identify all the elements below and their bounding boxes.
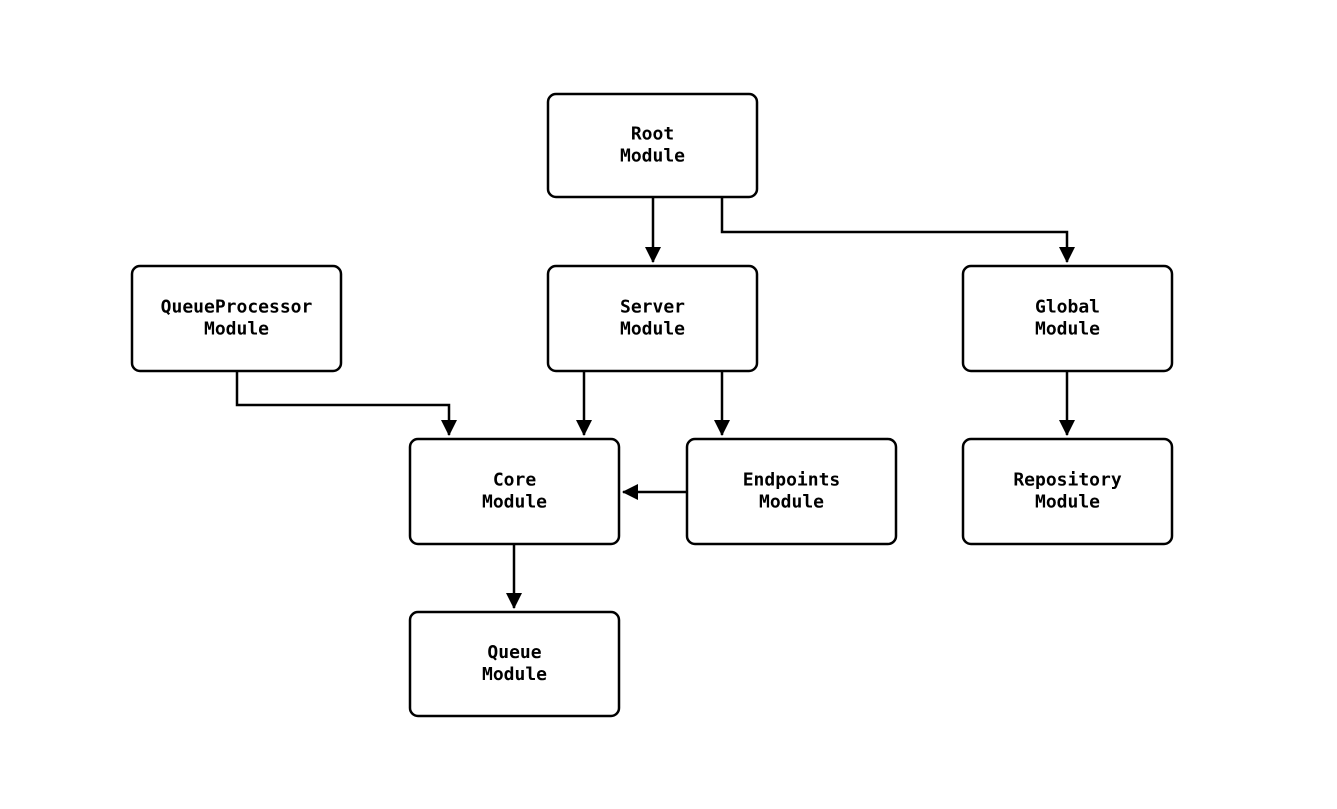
node-label-core-line2: Module: [482, 492, 547, 513]
node-label-endpoints-line1: Endpoints: [743, 470, 841, 491]
node-box-queueprocessor: [130, 264, 343, 373]
node-box-global: [961, 264, 1174, 373]
node-label-queueprocessor-line1: QueueProcessor: [161, 297, 313, 318]
node-box-repository: [961, 437, 1174, 546]
node-label-queue-line1: Queue: [487, 642, 541, 663]
node-label-repository-line1: Repository: [1013, 470, 1122, 491]
node-label-server-line1: Server: [620, 297, 685, 318]
node-box-queue: [408, 610, 621, 718]
node-label-root-line1: Root: [631, 124, 674, 145]
node-label-server-line2: Module: [620, 319, 685, 340]
node-label-core-line1: Core: [493, 470, 537, 491]
node-label-endpoints-line2: Module: [759, 492, 824, 513]
node-label-queueprocessor-line2: Module: [204, 319, 269, 340]
node-box-endpoints: [685, 437, 898, 546]
node-label-root-line2: Module: [620, 146, 685, 167]
node-label-global-line1: Global: [1035, 297, 1100, 318]
edge-root-to-global: [720, 197, 1075, 263]
edges-layer: [235, 197, 1075, 609]
node-box-root: [546, 92, 759, 199]
node-label-global-line2: Module: [1035, 319, 1100, 340]
node-label-queue-line2: Module: [482, 664, 547, 685]
edge-queueprocessor-to-core: [235, 371, 457, 436]
node-box-core: [408, 437, 621, 546]
nodes-layer: RootModuleQueueProcessorModuleServerModu…: [130, 92, 1174, 718]
node-label-repository-line2: Module: [1035, 492, 1100, 513]
node-box-server: [546, 264, 759, 373]
